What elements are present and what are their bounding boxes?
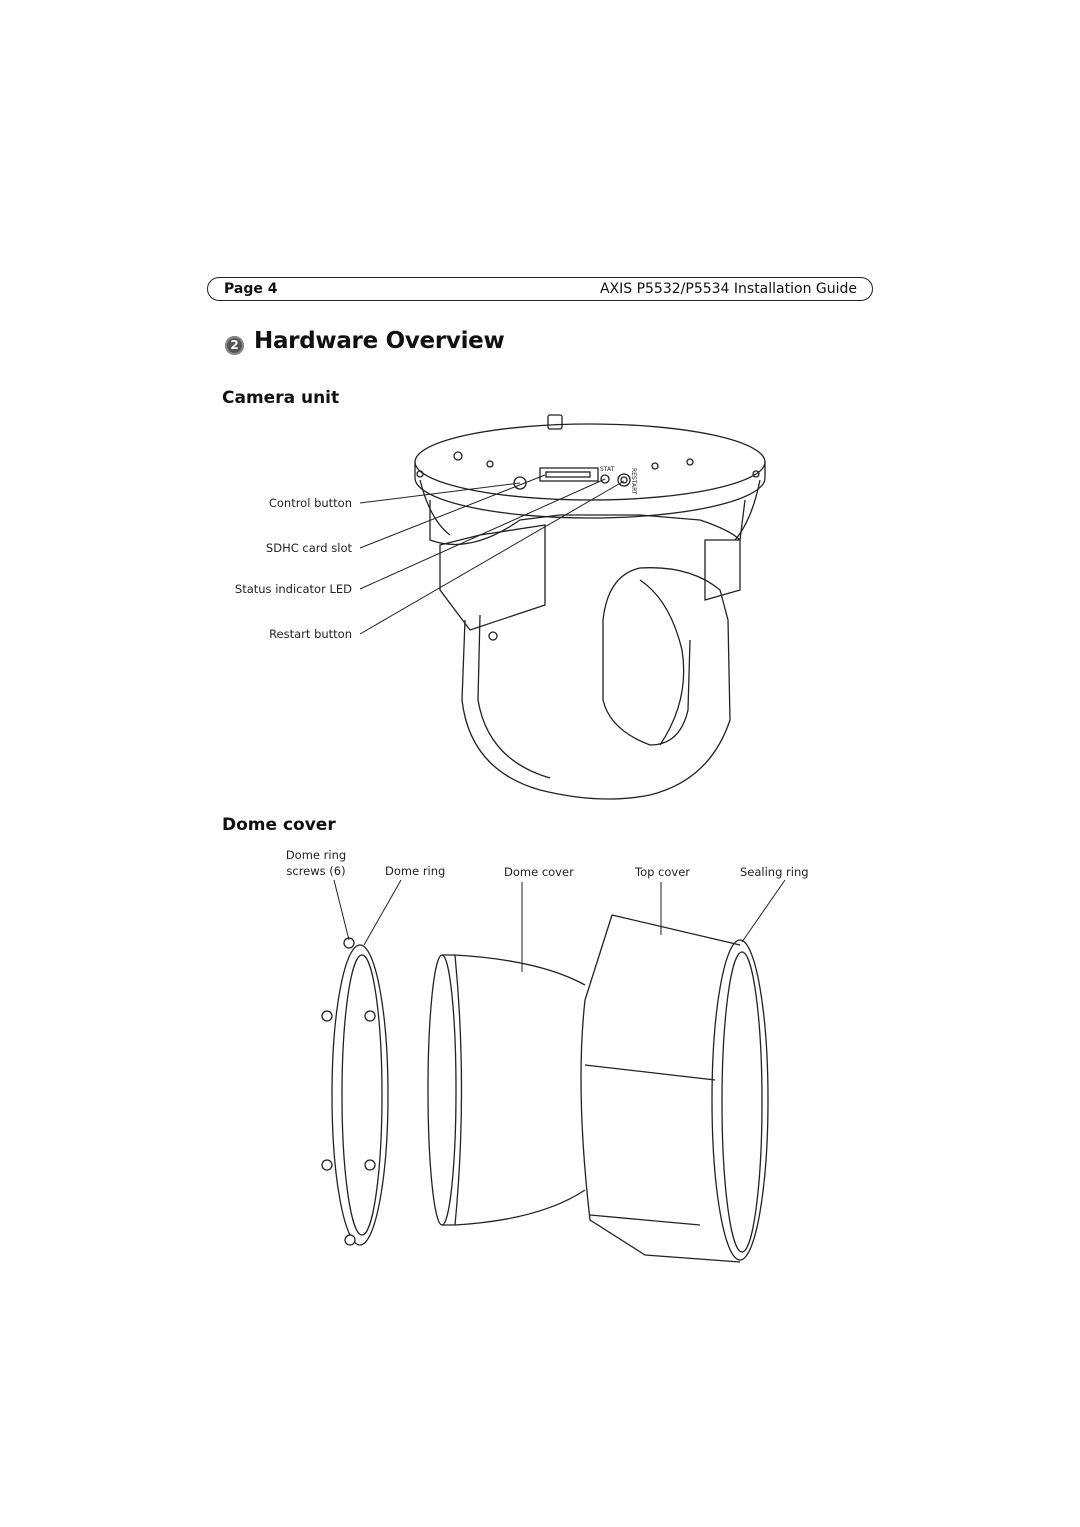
yoke-outline [461,567,731,800]
mount-disc-rim [414,462,766,519]
camera-unit-heading: Camera unit [222,388,340,408]
callout-dome-ring-screws-line2: screws (6) [286,864,346,878]
callout-status-led: Status indicator LED [234,582,352,596]
callout-sdhc-card-slot: SDHC card slot [265,541,352,555]
callout-control-button: Control button [268,496,352,510]
guide-title: AXIS P5532/P5534 Installation Guide [599,281,857,297]
dome-cover-heading: Dome cover [222,815,336,835]
callout-dome-ring-screws-line1: Dome ring [285,848,347,862]
callout-restart-button: Restart button [269,627,352,641]
top-cover-outline [580,914,741,1263]
top-cover-opening [711,939,769,1261]
callout-dome-ring: Dome ring [385,864,446,878]
callout-sealing-ring: Sealing ring [740,865,809,879]
header-bar [207,277,873,301]
callout-top-cover: Top cover [635,865,691,879]
callout-dome-cover: Dome cover [504,865,574,879]
section-number-badge: 2 [225,336,244,355]
stat-marking: STAT [600,466,615,473]
dome-ring-inner [341,954,383,1236]
dome-ring-outer [331,944,389,1246]
page-title: Hardware Overview [254,328,505,354]
page-number: Page 4 [224,281,278,297]
restart-marking: RESTART [630,468,637,495]
